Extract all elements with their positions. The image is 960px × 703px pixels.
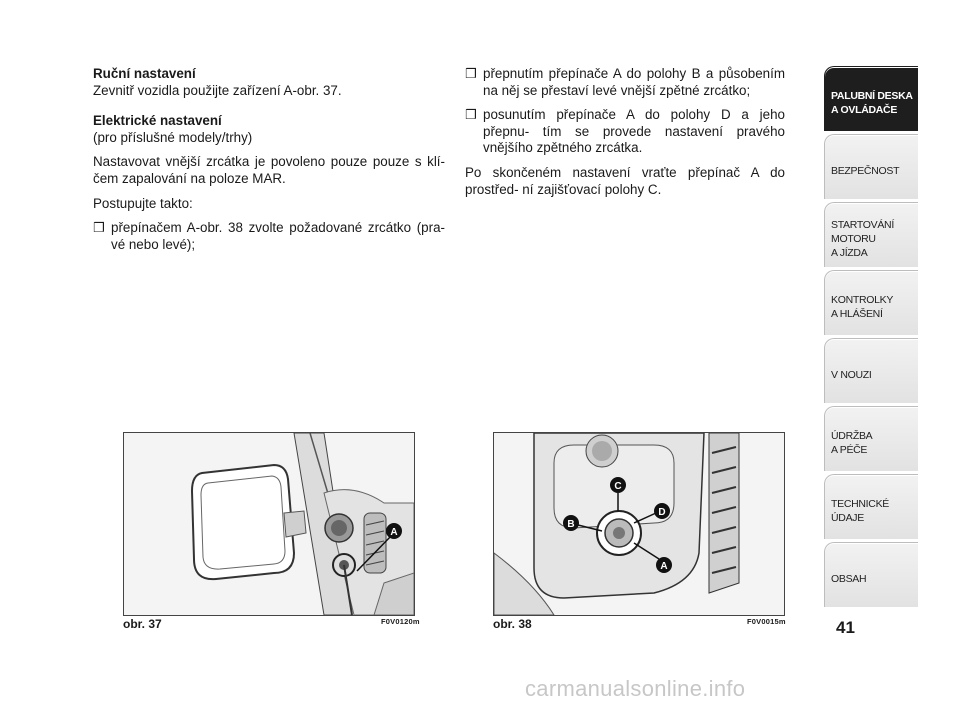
mirror-interior-illustration: A — [124, 433, 414, 615]
page-number: 41 — [836, 618, 855, 637]
electric-adjustment-text: Nastavovat vnější zrcátka je povoleno po… — [93, 154, 445, 186]
tab-label: KONTROLKY A HLÁŠENÍ — [831, 294, 894, 320]
tab-technical-data[interactable]: TECHNICKÉ ÚDAJE — [824, 474, 918, 539]
figure-37-mirror-manual-lever: A — [123, 432, 415, 616]
procedure-intro: Postupujte takto: — [93, 195, 193, 211]
tab-label: PALUBNÍ DESKA A OVLÁDAČE — [831, 90, 913, 116]
manual-adjustment-text: Zevnitř vozidla použijte zařízení A-obr.… — [93, 82, 342, 98]
tab-label: STARTOVÁNÍ MOTORU A JÍZDA — [831, 219, 894, 259]
list-item-text: přepnutím přepínače A do polohy B a půso… — [483, 66, 785, 98]
tab-label: V NOUZI — [831, 369, 872, 381]
callout-label-a: A — [660, 561, 667, 572]
list-item: ❒ posunutím přepínače A do polohy D a je… — [465, 107, 785, 157]
checkbox-square-icon: ❒ — [465, 107, 477, 123]
chapter-tabs: PALUBNÍ DESKA A OVLÁDAČE BEZPEČNOST STAR… — [824, 66, 918, 610]
tab-maintenance[interactable]: ÚDRŽBA A PÉČE — [824, 406, 918, 471]
tab-emergency[interactable]: V NOUZI — [824, 338, 918, 403]
callout-label-a: A — [390, 527, 397, 538]
list-item-text: posunutím přepínače A do polohy D a jeho… — [483, 107, 785, 156]
right-text-column: ❒ přepnutím přepínače A do polohy B a pů… — [465, 66, 785, 206]
figure-37-caption: obr. 37 — [123, 617, 162, 631]
tab-dashboard-controls[interactable]: PALUBNÍ DESKA A OVLÁDAČE — [824, 66, 918, 131]
figure-38-caption: obr. 38 — [493, 617, 532, 631]
tab-label: OBSAH — [831, 573, 867, 585]
figure-38-mirror-switch: C B D A — [493, 432, 785, 616]
left-text-column: Ruční nastavení Zevnitř vozidla použijte… — [93, 66, 445, 261]
manual-adjustment-heading: Ruční nastavení — [93, 66, 196, 81]
list-item-text: přepínačem A-obr. 38 zvolte požadované z… — [111, 220, 445, 252]
callout-label-c: C — [614, 481, 621, 492]
mirror-switch-illustration: C B D A — [494, 433, 784, 615]
list-item: ❒ přepínačem A-obr. 38 zvolte požadované… — [93, 220, 445, 253]
tab-starting-driving[interactable]: STARTOVÁNÍ MOTORU A JÍZDA — [824, 202, 918, 267]
figure-37-code: F0V0120m — [381, 617, 420, 626]
callout-label-d: D — [658, 507, 665, 518]
checkbox-square-icon: ❒ — [93, 220, 105, 236]
tab-label: TECHNICKÉ ÚDAJE — [831, 498, 889, 524]
tab-label: ÚDRŽBA A PÉČE — [831, 430, 873, 456]
list-item: ❒ přepnutím přepínače A do polohy B a pů… — [465, 66, 785, 99]
electric-adjustment-heading: Elektrické nastavení — [93, 113, 222, 129]
watermark: carmanualsonline.info — [525, 676, 746, 701]
tab-contents[interactable]: OBSAH — [824, 542, 918, 607]
callout-label-b: B — [567, 519, 574, 530]
tab-safety[interactable]: BEZPEČNOST — [824, 134, 918, 199]
tab-label: BEZPEČNOST — [831, 165, 900, 177]
figure-38-code: F0V0015m — [747, 617, 786, 626]
checkbox-square-icon: ❒ — [465, 66, 477, 81]
electric-adjustment-subheading: (pro příslušné modely/trhy) — [93, 129, 253, 145]
tab-warning-lights[interactable]: KONTROLKY A HLÁŠENÍ — [824, 270, 918, 335]
closing-text: Po skončeném nastavení vraťte přepínač A… — [465, 164, 785, 197]
